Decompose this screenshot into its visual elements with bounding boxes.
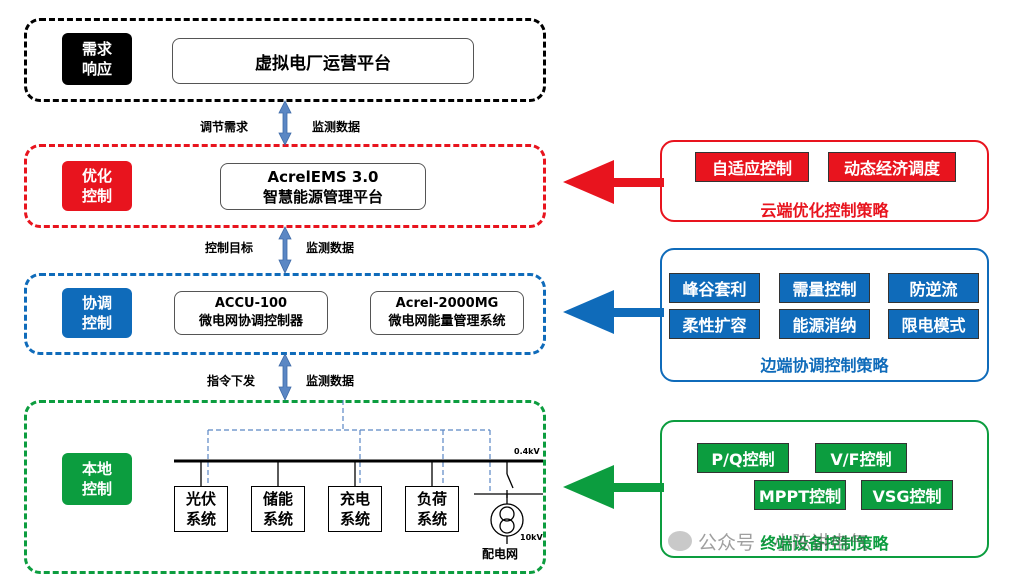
grid-label: 配电网 (482, 547, 519, 561)
edge-item-5: 限电模式 (888, 309, 979, 339)
edge-item-3: 柔性扩容 (669, 309, 760, 339)
link1-down-label: 调节需求 (200, 120, 249, 134)
optimization-tag: 优化 控制 (62, 161, 132, 211)
edge-strategy-title: 边端协调控制策略 (760, 356, 889, 375)
double-arrow-3 (278, 353, 292, 401)
demand-response-tag: 需求 响应 (62, 33, 132, 85)
cloud-item-adaptive: 自适应控制 (695, 152, 809, 182)
bus-voltage-label: 0.4kV (514, 447, 540, 456)
accu-controller-box: ACCU-100 微电网协调控制器 (174, 291, 328, 335)
edge-item-1: 需量控制 (779, 273, 870, 303)
edge-item-4: 能源消纳 (779, 309, 870, 339)
local-control-tier (24, 400, 546, 574)
charging-system-line2: 系统 (339, 510, 370, 528)
acrelems-version-label: AcrelEMS 3.0 (267, 167, 379, 186)
terminal-strategy-title: 终端设备控制策略 (760, 534, 889, 553)
load-system-line2: 系统 (416, 510, 447, 528)
terminal-item-pq: P/Q控制 (697, 443, 789, 473)
storage-system-box: 储能 系统 (251, 486, 305, 532)
wechat-icon (668, 531, 692, 551)
acrel2000mg-model-label: Acrel-2000MG (395, 296, 499, 311)
terminal-item-vsg: VSG控制 (861, 480, 953, 510)
edge-strategy-panel (660, 248, 989, 382)
terminal-item-vf: V/F控制 (815, 443, 907, 473)
vpp-platform-box: 虚拟电厂运营平台 (172, 38, 474, 84)
load-system-box: 负荷 系统 (405, 486, 459, 532)
watermark: 公众号 · 小陈讲电气 (668, 526, 868, 556)
accu-model-label: ACCU-100 (214, 296, 288, 311)
arrow-cloud-to-optimization (563, 160, 664, 204)
vpp-platform-label: 虚拟电厂运营平台 (255, 53, 391, 74)
local-control-tag: 本地 控制 (62, 453, 132, 505)
arrow-terminal-to-local (563, 465, 664, 509)
comm-lines (207, 400, 491, 492)
double-arrow-2 (278, 226, 292, 274)
pv-system-line2: 系统 (185, 510, 216, 528)
system-feeders (200, 461, 433, 486)
terminal-item-mppt: MPPT控制 (754, 480, 846, 510)
accu-name-label: 微电网协调控制器 (198, 314, 303, 329)
edge-item-2: 防逆流 (888, 273, 979, 303)
cloud-strategy-title: 云端优化控制策略 (760, 201, 889, 220)
grid-voltage-label: 10kV (520, 533, 543, 542)
acrel2000mg-box: Acrel-2000MG 微电网能量管理系统 (370, 291, 524, 335)
transformer-icon (490, 503, 524, 537)
pv-system-box: 光伏 系统 (174, 486, 228, 532)
acrelems-name-label: 智慧能源管理平台 (262, 187, 383, 206)
double-arrow-1 (278, 100, 292, 146)
watermark-text: 公众号 · 小陈讲电气 (698, 531, 869, 554)
grid-feeder (474, 461, 543, 504)
charging-system-box: 充电 系统 (328, 486, 382, 532)
link3-up-label: 监测数据 (306, 374, 355, 388)
link2-up-label: 监测数据 (306, 241, 355, 255)
link1-up-label: 监测数据 (312, 120, 361, 134)
acrel2000mg-name-label: 微电网能量管理系统 (388, 314, 506, 329)
cloud-item-dispatch: 动态经济调度 (828, 152, 956, 182)
storage-system-line2: 系统 (262, 510, 293, 528)
pv-system-line1: 光伏 (185, 490, 216, 508)
storage-system-line1: 储能 (262, 490, 293, 508)
link2-down-label: 控制目标 (205, 241, 254, 255)
arrow-edge-to-coordination (563, 290, 664, 334)
load-system-line1: 负荷 (416, 490, 447, 508)
link3-down-label: 指令下发 (207, 374, 256, 388)
charging-system-line1: 充电 (339, 490, 370, 508)
edge-item-0: 峰谷套利 (669, 273, 760, 303)
coordination-tag: 协调 控制 (62, 288, 132, 338)
terminal-strategy-panel (660, 420, 989, 558)
acrelems-platform-box: AcrelEMS 3.0 智慧能源管理平台 (220, 163, 426, 210)
cloud-strategy-panel (660, 140, 989, 222)
